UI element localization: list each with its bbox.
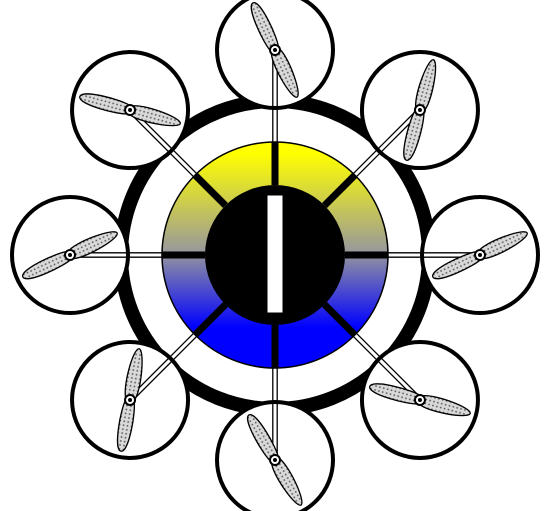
rotor-strut-line — [380, 356, 422, 399]
rotor-hub-dot — [273, 48, 277, 52]
central-hub — [161, 141, 389, 369]
hub-spokes — [162, 142, 388, 368]
rotor-south-west — [70, 339, 191, 460]
hub-spoke — [192, 172, 228, 208]
hub-spoke — [192, 302, 228, 338]
rotor-hub-dot — [417, 108, 422, 113]
rotor-hub-dot — [128, 108, 133, 113]
rotor-hub-dot — [478, 253, 482, 257]
hub-spoke — [322, 172, 358, 208]
rotor-hub-dot — [417, 397, 422, 402]
rotor-south — [215, 400, 335, 511]
rotor-north-west — [70, 50, 191, 171]
rotor-south-east — [359, 339, 480, 460]
rotor-west — [10, 195, 130, 315]
rotor-north-east — [359, 50, 480, 171]
rotor-group — [10, 0, 540, 511]
rotor-hub-dot — [273, 458, 277, 462]
rotor-hub-dot — [128, 397, 133, 402]
rotor-east — [420, 195, 540, 315]
rotor-strut-line — [376, 108, 419, 150]
rotor-hub-dot — [68, 253, 72, 257]
rotor-strut-line — [131, 360, 174, 402]
hub-spoke — [322, 302, 358, 338]
rotor-north — [215, 0, 335, 110]
hub-bar — [266, 194, 284, 314]
